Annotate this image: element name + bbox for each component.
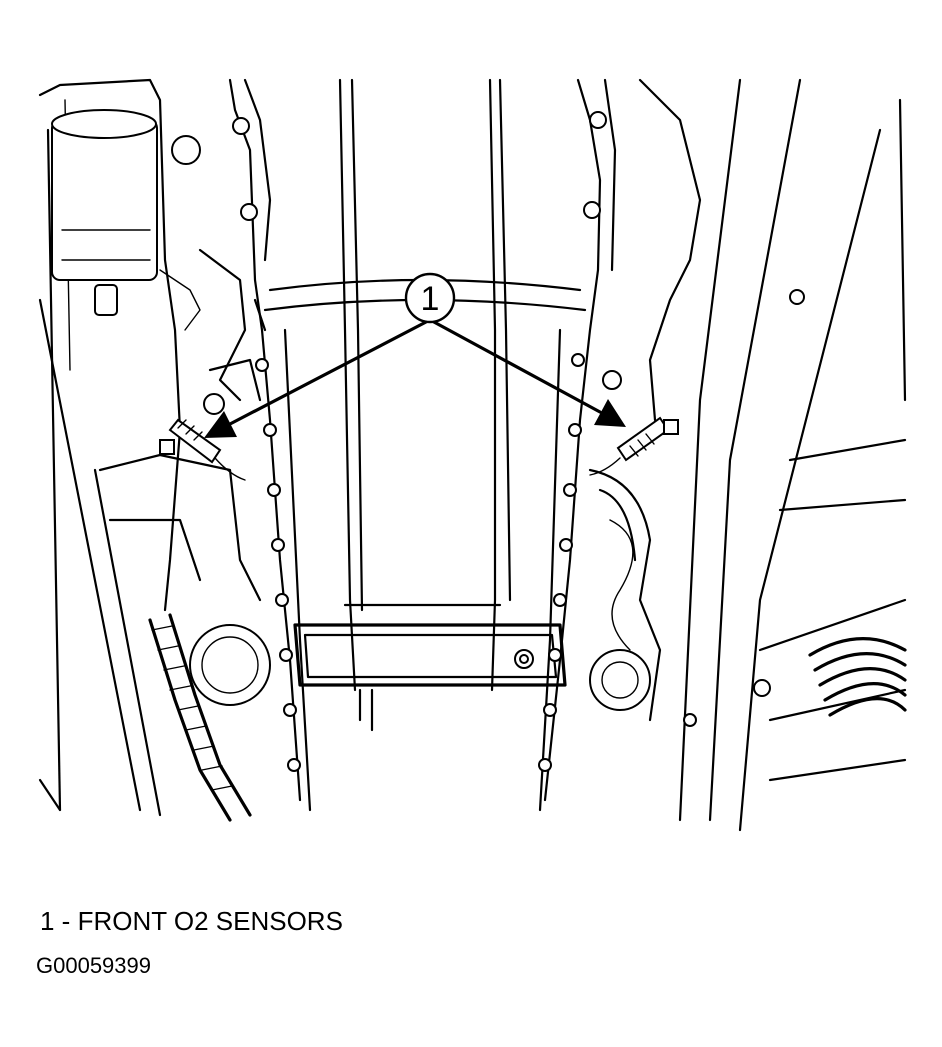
right-o2-sensor [590, 418, 678, 475]
right-oil-pan-flange [539, 80, 700, 800]
legend-front-o2-sensors: 1 - FRONT O2 SENSORS [40, 906, 343, 936]
callout-number: 1 [421, 280, 440, 318]
figure-id: G00059399 [36, 953, 151, 978]
o2-sensor-location-diagram: 1 [0, 0, 942, 880]
starter-motor [52, 110, 200, 330]
transmission-body [255, 80, 585, 810]
right-suspension-spring [760, 600, 905, 780]
left-o2-sensor [160, 420, 245, 480]
left-oil-pan-flange [200, 80, 300, 800]
callout-1: 1 [406, 274, 454, 322]
right-exhaust-and-wiring [590, 470, 660, 720]
right-frame-rail [680, 80, 905, 830]
callout-leaders [204, 322, 626, 438]
left-exhaust-and-loom [100, 455, 270, 820]
